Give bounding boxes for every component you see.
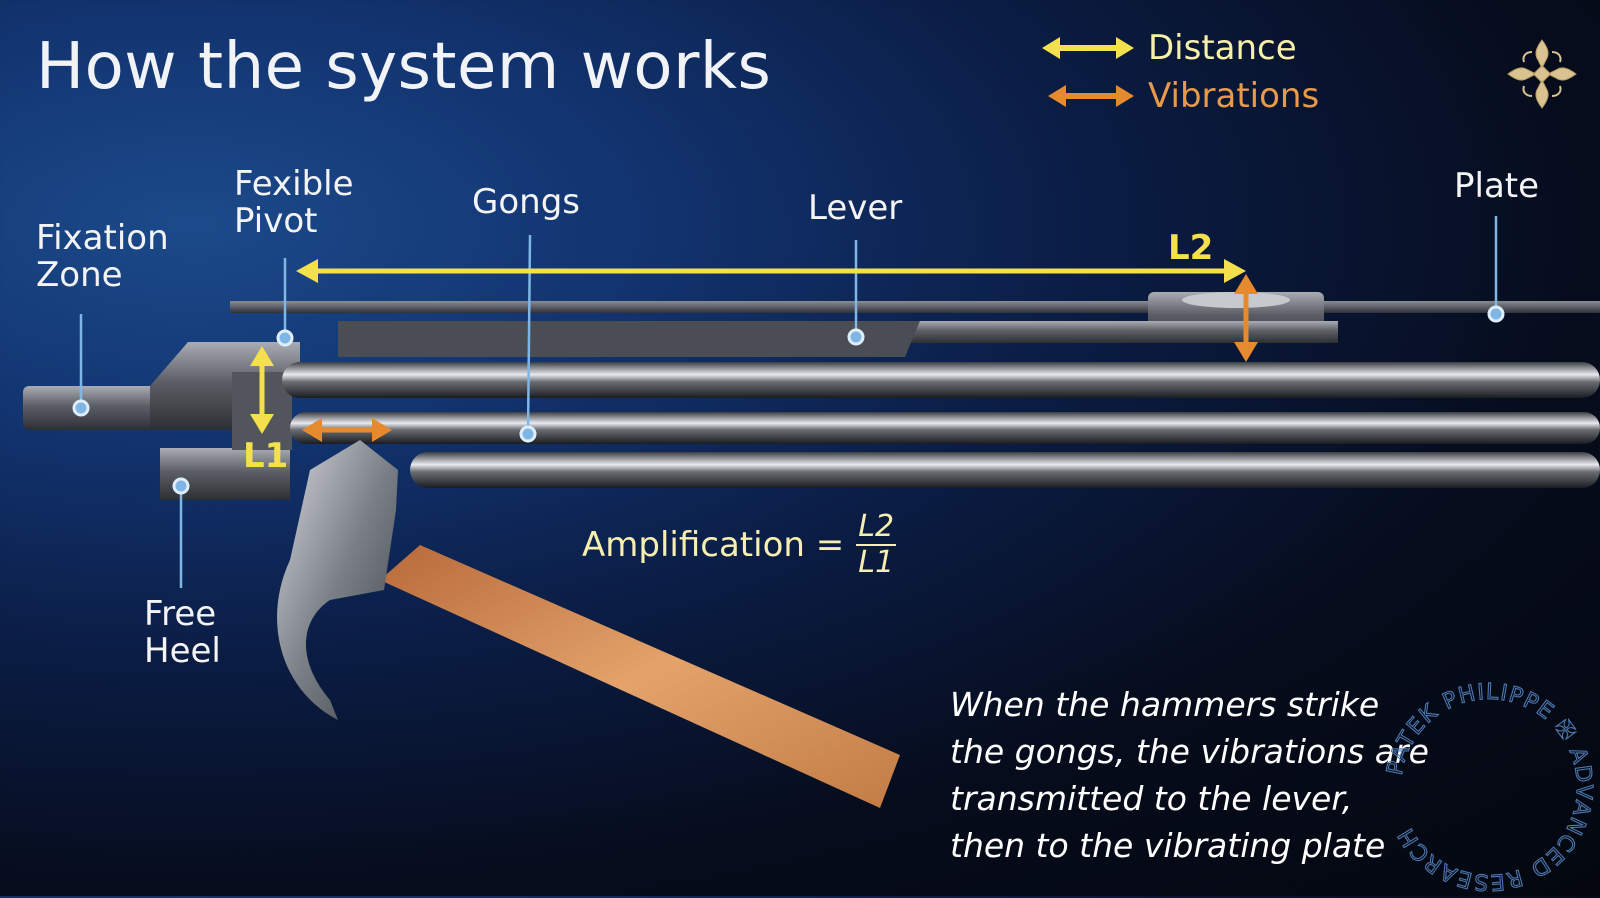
gongs [282,362,1600,488]
page-title: How the system works [36,30,772,104]
patek-philippe-advanced-research-seal: PATEK PHILIPPE ✠ ADVANCED RESEARCH [1382,679,1596,895]
svg-text:PATEK PHILIPPE ✠ ADVANCED RESE: PATEK PHILIPPE ✠ ADVANCED RESEARCH [1383,680,1596,894]
legend-label-vibrations: Vibrations [1148,76,1320,116]
label-l2: L2 [1168,228,1214,268]
formula-denominator: L1 [858,545,895,580]
l1-distance-arrow [250,346,274,434]
l2-distance-arrow [296,259,1246,283]
label-plate: Plate [1454,166,1540,206]
legend-item-vibrations: Vibrations [1048,76,1319,116]
vibration-arrow-gong [302,418,392,442]
label-gongs: Gongs [472,182,580,222]
label-flexible-pivot: Fexible Pivot [234,164,354,241]
leader-lines [79,216,1498,588]
seal-text: PATEK PHILIPPE ✠ ADVANCED RESEARCH [1382,679,1595,895]
vibration-arrow-plate [1234,274,1258,362]
label-l1: L1 [243,436,289,476]
double-arrow-distance-icon [1042,37,1134,59]
calatrava-cross-logo [1507,39,1577,109]
anchor-dots [72,305,1505,495]
formula-numerator: L2 [856,509,897,546]
legend-item-distance: Distance [1042,28,1297,68]
double-arrow-vibrations-icon [1048,85,1134,107]
label-fixation-zone: Fixation Zone [36,218,169,295]
amplification-formula: Amplification = L2 L1 [582,509,897,580]
label-lever: Lever [808,188,903,228]
label-free-heel: Free Heel [144,594,221,671]
lever [338,321,1338,357]
formula-text: Amplification = [582,525,845,565]
formula-fraction: L2 L1 [856,509,897,580]
caption: When the hammers strike the gongs, the v… [950,685,1429,865]
legend-label-distance: Distance [1148,28,1297,68]
hammer [277,440,900,808]
